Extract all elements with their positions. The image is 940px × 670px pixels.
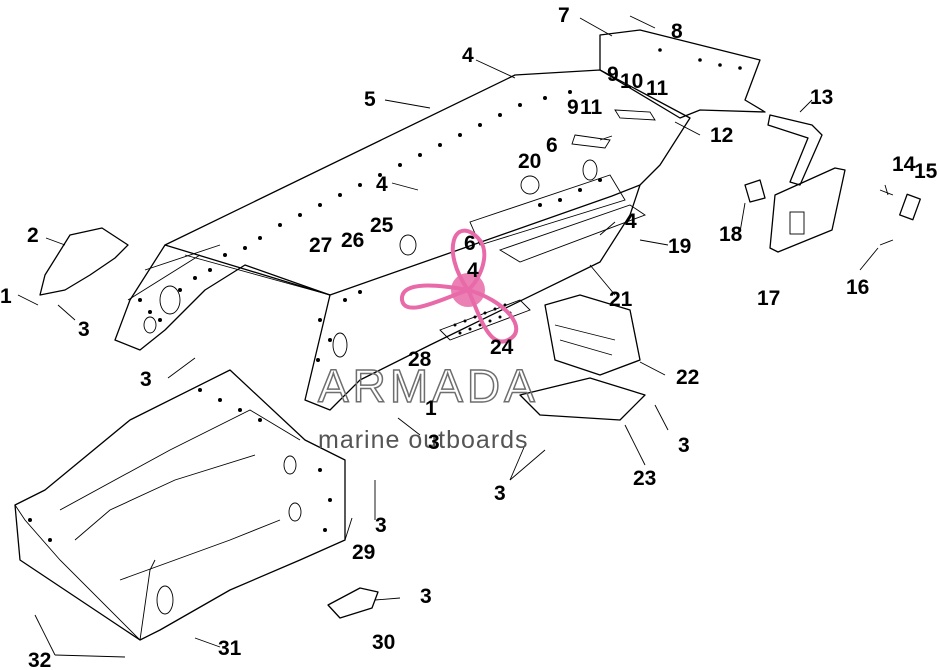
watermark-brand: ARMADA [318,360,539,412]
callout-21: 21 [609,288,633,311]
callout-3: 3 [375,514,387,537]
callout-8: 8 [671,20,683,43]
callout-6: 6 [546,134,558,157]
callout-3: 3 [420,585,432,608]
tunnel-assembly [114,69,691,411]
callout-13: 13 [810,86,833,109]
callout-29: 29 [352,541,375,564]
side-plate-assembly [744,167,921,253]
callout-32: 32 [28,649,51,670]
callout-24: 24 [490,336,514,359]
callout-7: 7 [558,4,570,27]
callout-4: 4 [467,259,479,282]
callout-3: 3 [494,482,506,505]
callout-5: 5 [364,88,376,111]
callout-25: 25 [370,214,394,237]
tow-bracket [767,114,823,186]
callout-9: 9 [567,96,579,119]
callout-28: 28 [408,348,432,371]
callout-23: 23 [633,467,656,490]
callout-2: 2 [27,224,39,247]
callout-1: 1 [425,397,437,420]
callout-10: 10 [620,70,643,93]
callout-11: 11 [580,96,603,119]
callout-18: 18 [719,223,743,246]
callout-22: 22 [676,366,699,389]
callout-3: 3 [428,431,440,454]
callout-14: 14 [892,153,916,176]
watermark-tagline: marine outboards [318,426,529,454]
callout-15: 15 [914,160,938,183]
callout-31: 31 [218,637,242,660]
callout-4: 4 [462,44,474,67]
callout-30: 30 [372,631,395,654]
callout-16: 16 [846,276,869,299]
rear-cover-panel [571,29,766,149]
callout-1: 1 [0,285,12,308]
callout-labels: 1 1 2 3 3 3 3 3 3 3 4 4 4 4 5 6 6 7 8 9 … [0,4,938,670]
callout-4: 4 [376,173,388,196]
control-housing [544,294,641,376]
callout-19: 19 [668,235,691,258]
callout-3: 3 [140,368,152,391]
guard-plate [327,587,379,619]
armada-watermark: ARMADA marine outboards [317,228,539,454]
armada-logo-icon [400,228,519,344]
callout-27: 27 [309,234,332,257]
skid-bracket [519,377,646,421]
callout-11: 11 [646,77,669,100]
callout-9: 9 [607,63,619,86]
callout-17: 17 [757,287,780,310]
callout-12: 12 [710,124,733,147]
callout-3: 3 [678,434,690,457]
callout-4: 4 [625,210,637,233]
callout-26: 26 [341,229,364,252]
callout-6: 6 [464,232,476,255]
callout-3: 3 [78,318,90,341]
front-frame [14,369,346,641]
front-mount-bracket [39,227,129,296]
callout-20: 20 [518,150,541,173]
leader-lines [17,15,889,658]
